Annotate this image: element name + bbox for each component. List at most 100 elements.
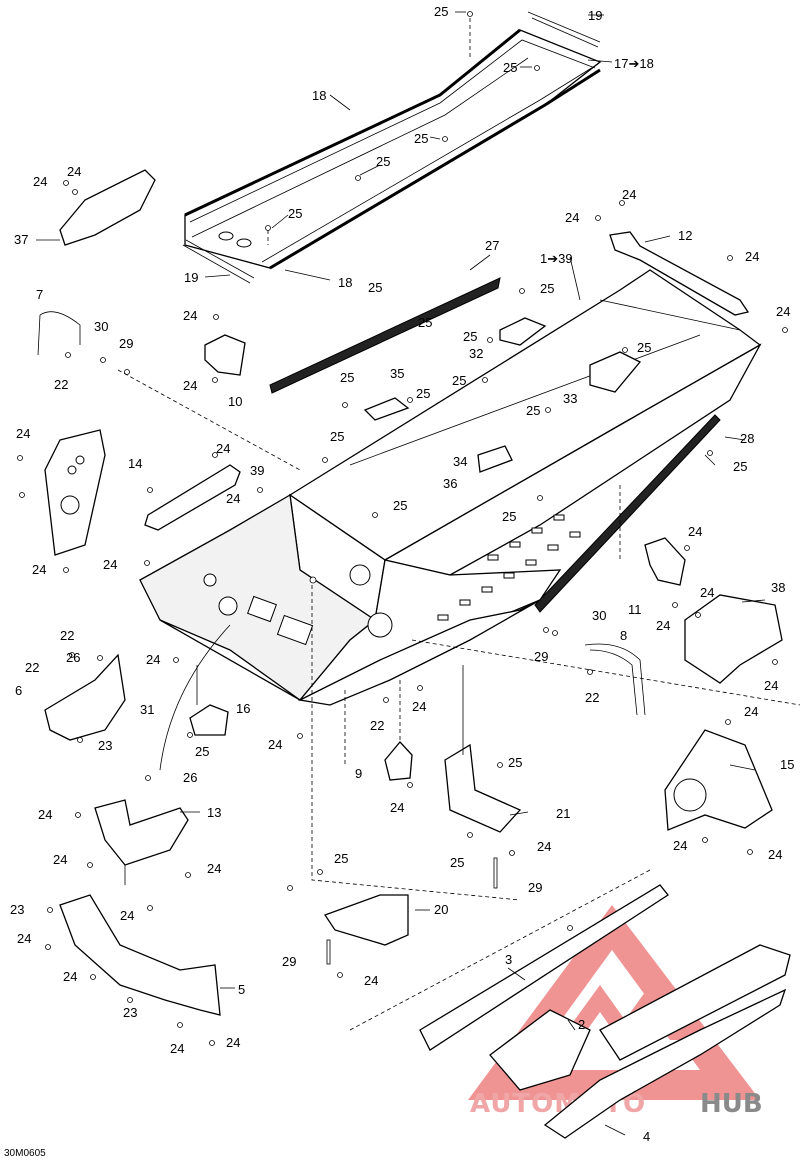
callout: 25 <box>502 509 516 524</box>
callout: 24 <box>565 210 579 225</box>
callout: 24 <box>33 174 47 189</box>
callout: 11 <box>628 602 642 617</box>
leader-lines <box>117 18 800 1031</box>
callout: 23 <box>98 738 112 753</box>
bracket-6 <box>44 653 126 741</box>
callout: 1➔39 <box>540 251 573 266</box>
bracket-9 <box>384 741 413 781</box>
callout: 39 <box>250 463 264 478</box>
callout: 25 <box>195 744 209 759</box>
callout: 27 <box>485 238 499 253</box>
callout: 4 <box>643 1129 650 1144</box>
callout: 34 <box>453 454 467 469</box>
callout: 24 <box>622 187 636 202</box>
callout: 22 <box>370 718 384 733</box>
beam-3 <box>419 884 669 1051</box>
callout: 24 <box>38 807 52 822</box>
bracket-10 <box>204 334 246 376</box>
callout: 25 <box>637 340 651 355</box>
side-plate-left <box>44 429 106 556</box>
callout: 25 <box>414 131 428 146</box>
callout: 26 <box>183 770 197 785</box>
callout: 25 <box>288 206 302 221</box>
callout: 25 <box>452 373 466 388</box>
drawing-id: 30M0605 <box>4 1148 46 1159</box>
callout: 24 <box>688 524 702 539</box>
callout: 25 <box>540 281 554 296</box>
bracket-37 <box>59 169 156 246</box>
callout: 22 <box>25 660 39 675</box>
callout: 20 <box>434 902 448 917</box>
callout: 32 <box>469 346 483 361</box>
fastener-marks <box>17 11 788 1046</box>
callout: 19 <box>588 8 602 23</box>
callout: 25 <box>526 403 540 418</box>
tunnel-main <box>139 269 762 706</box>
callout: 24 <box>183 308 197 323</box>
rail-27 <box>269 277 501 394</box>
callout: 31 <box>140 702 154 717</box>
bracket-14 <box>144 464 241 531</box>
callout: 29 <box>282 954 296 969</box>
callout: 16 <box>236 701 250 716</box>
callouts: 25 19 17➔18 25 18 25 25 24 24 37 25 19 1… <box>10 4 794 1144</box>
callout: 25 <box>330 429 344 444</box>
callout: 25 <box>393 498 407 513</box>
callout: 24 <box>170 1041 184 1056</box>
callout: 25 <box>416 386 430 401</box>
bracket-5 <box>59 894 221 1016</box>
callout: 25 <box>508 755 522 770</box>
callout: 24 <box>183 378 197 393</box>
callout: 23 <box>10 902 24 917</box>
callout: 24 <box>656 618 670 633</box>
callout: 25 <box>450 855 464 870</box>
callout: 33 <box>563 391 577 406</box>
callout: 35 <box>390 366 404 381</box>
callout: 24 <box>207 861 221 876</box>
bracket-8 <box>584 643 646 716</box>
callout: 21 <box>556 806 570 821</box>
callout: 24 <box>412 699 426 714</box>
callout: 15 <box>780 757 794 772</box>
callout: 2 <box>578 1017 585 1032</box>
callout: 25 <box>368 280 382 295</box>
bracket-21 <box>444 743 522 833</box>
callout: 22 <box>60 628 74 643</box>
callout: 5 <box>238 982 245 997</box>
callout: 29 <box>534 649 548 664</box>
callout: 24 <box>53 852 67 867</box>
bracket-38 <box>684 594 783 684</box>
callout: 18 <box>312 88 326 103</box>
callout: 25 <box>733 459 747 474</box>
bracket-12 <box>609 231 750 316</box>
tunnel-slots <box>437 514 581 621</box>
callout: 9 <box>355 766 362 781</box>
callout: 26 <box>66 650 80 665</box>
callout: 24 <box>67 164 81 179</box>
bolt-29-rod <box>493 857 498 889</box>
callout: 24 <box>364 973 378 988</box>
callout: 24 <box>103 557 117 572</box>
callout: 25 <box>503 60 517 75</box>
callout: 24 <box>744 704 758 719</box>
skid-plate-4 <box>543 988 787 1139</box>
callout: 24 <box>390 800 404 815</box>
bolt-29-rod-b <box>326 939 331 965</box>
callout: 13 <box>207 805 221 820</box>
callout: 17➔18 <box>614 56 654 71</box>
bracket-20 <box>324 894 409 946</box>
running-board-assembly <box>182 11 602 284</box>
callout: 24 <box>32 562 46 577</box>
bracket-36 <box>477 445 513 473</box>
callout: 24 <box>537 839 551 854</box>
callout: 6 <box>15 683 22 698</box>
callout: 24 <box>745 249 759 264</box>
callout: 24 <box>120 908 134 923</box>
callout: 25 <box>334 851 348 866</box>
callout: 24 <box>768 847 782 862</box>
callout: 24 <box>16 426 30 441</box>
callout: 29 <box>528 880 542 895</box>
bracket-32 <box>499 317 547 346</box>
callout: 24 <box>146 652 160 667</box>
